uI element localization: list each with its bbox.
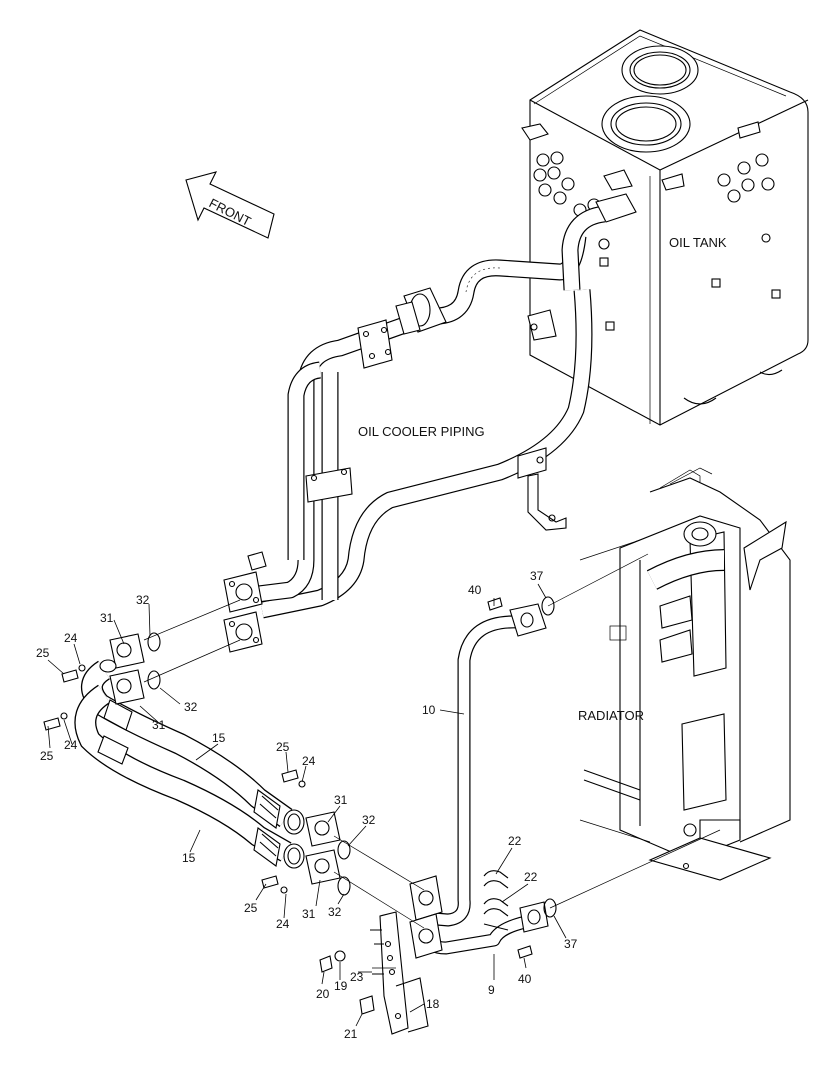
tank-fittings-right: [717, 153, 775, 243]
split-flange-31-c: [305, 811, 341, 847]
callout-9: 9: [488, 983, 495, 997]
split-flange-31-d: [305, 849, 341, 885]
callout-23: 23: [350, 970, 364, 984]
callout-15: 15: [212, 731, 226, 745]
pipe-end-flange-lower: [223, 611, 263, 653]
callout-19: 19: [334, 979, 348, 993]
pipe-end-flange-upper: [223, 571, 263, 613]
oil-tank-label: OIL TANK: [669, 235, 727, 250]
callout-37: 37: [564, 937, 578, 951]
callout-31: 31: [100, 611, 114, 625]
callout-24: 24: [276, 917, 290, 931]
pipe-support-bracket: [517, 447, 567, 531]
radiator-label: RADIATOR: [578, 708, 644, 723]
callout-32: 32: [136, 593, 150, 607]
callout-32: 32: [184, 700, 198, 714]
u-bolt-upper: [483, 870, 509, 889]
callout-leaders: [47, 583, 567, 1027]
callout-40: 40: [468, 583, 482, 597]
pipe-split-flange: [357, 319, 393, 369]
split-flange-31-b: [109, 669, 145, 705]
oil-tank: [521, 29, 809, 426]
u-bolt-lower: [483, 898, 509, 931]
callout-31: 31: [302, 907, 316, 921]
bracket-item-18: [379, 911, 429, 1035]
tank-port-rear: [621, 45, 699, 95]
callout-24: 24: [302, 754, 316, 768]
callout-32: 32: [362, 813, 376, 827]
callout-18: 18: [426, 997, 440, 1011]
pipe-10-flange: [409, 875, 443, 921]
callout-32: 32: [328, 905, 342, 919]
callout-10: 10: [422, 703, 436, 717]
tank-port-front: [601, 95, 691, 153]
pipe-clamp: [305, 467, 353, 503]
oil-cooler-piping: [223, 193, 637, 653]
callout-40: 40: [518, 972, 532, 986]
callout-21: 21: [344, 1027, 358, 1041]
callout-37: 37: [530, 569, 544, 583]
callout-22: 22: [524, 870, 538, 884]
pipe-item-10: [423, 603, 547, 927]
callout-25: 25: [36, 646, 50, 660]
callout-25: 25: [40, 749, 54, 763]
pipe-9-flange: [409, 913, 443, 959]
split-flange-31-a: [99, 633, 145, 673]
callout-31: 31: [152, 718, 166, 732]
callout-31: 31: [334, 793, 348, 807]
oil-cooler-piping-label: OIL COOLER PIPING: [358, 424, 485, 439]
callout-24: 24: [64, 738, 78, 752]
front-direction-arrow: FRONT: [185, 171, 275, 239]
callout-15: 15: [182, 851, 196, 865]
pipe-coupling: [395, 287, 447, 335]
callout-20: 20: [316, 987, 330, 1001]
bolts-and-washers: [43, 597, 533, 1015]
hose-item-15-lower: [74, 684, 305, 869]
callout-24: 24: [64, 631, 78, 645]
callout-25: 25: [276, 740, 290, 754]
callout-25: 25: [244, 901, 258, 915]
radiator: [579, 467, 791, 881]
callout-22: 22: [508, 834, 522, 848]
